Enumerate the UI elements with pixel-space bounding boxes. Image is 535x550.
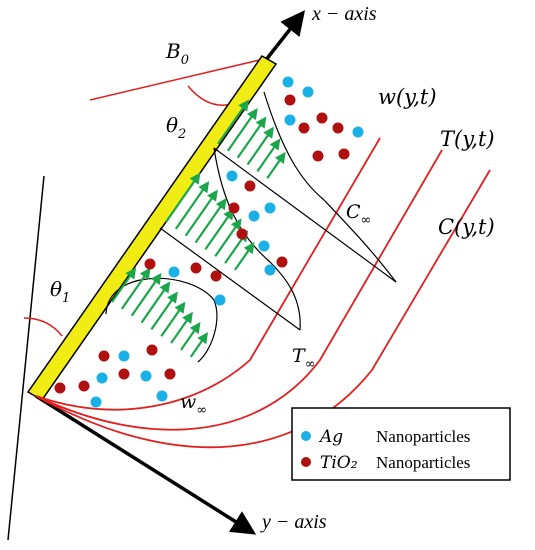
b0-label: B0 — [165, 39, 189, 68]
legend: Ag Nanoparticles TiO₂ Nanoparticles — [291, 407, 511, 481]
tio2-nanoparticle — [164, 368, 176, 380]
theta1-arc — [23, 317, 63, 337]
velocity-arrow — [204, 208, 235, 251]
tio2-nanoparticle — [244, 180, 256, 192]
tio2-nanoparticle — [118, 368, 130, 380]
ag-nanoparticle — [96, 372, 108, 384]
velocity-arrow — [246, 126, 274, 166]
tio2-legend-text: Nanoparticles — [376, 453, 470, 472]
reference-incline-line — [7, 175, 45, 541]
tio2-nanoparticle — [312, 150, 324, 162]
velocity-arrow — [256, 138, 281, 173]
ag-nanoparticle — [264, 202, 276, 214]
c-infinity-label: C∞ — [346, 201, 371, 228]
tio2-nanoparticle — [54, 382, 66, 394]
tio2-nanoparticle — [284, 94, 296, 106]
velocity-arrow — [160, 301, 186, 337]
ag-nanoparticle — [282, 76, 294, 88]
tio2-nanoparticle — [338, 148, 350, 160]
tio2-nanoparticle — [146, 344, 158, 356]
tio2-nanoparticle — [298, 122, 310, 134]
velocity-arrow — [189, 332, 209, 358]
ag-nanoparticle — [118, 350, 130, 362]
ag-nanoparticle — [168, 266, 180, 278]
nanoparticles — [54, 76, 364, 408]
y-axis-label: y − axis — [260, 511, 327, 533]
tio2-legend-symbol: TiO₂ — [320, 453, 358, 473]
ag-nanoparticle — [156, 390, 168, 402]
x-axis-label: x − axis — [311, 3, 377, 25]
ag-nanoparticle — [248, 210, 260, 222]
theta2-arc — [187, 85, 233, 106]
ag-nanoparticle — [352, 126, 364, 138]
magnetic-field-line — [89, 57, 269, 101]
tio2-nanoparticle — [190, 262, 202, 274]
velocity-arrow — [234, 241, 255, 271]
concentration-label: C(y,t) — [438, 215, 495, 239]
tio2-nanoparticle — [276, 256, 288, 268]
ag-nanoparticle — [258, 240, 270, 252]
concentration-boundary-curve — [35, 169, 491, 449]
velocity-arrow — [214, 218, 242, 257]
velocity-arrow — [140, 281, 171, 324]
theta2-label: θ2 — [166, 113, 186, 142]
ag-legend-symbol: Ag — [318, 427, 343, 447]
tio2-nanoparticle — [144, 258, 156, 270]
ag-nanoparticle — [226, 170, 238, 182]
ag-nanoparticle — [140, 370, 152, 382]
tio2-nanoparticle — [316, 112, 328, 124]
velocity-arrow — [217, 99, 249, 145]
ag-nanoparticle — [284, 114, 296, 126]
tio2-nanoparticle — [236, 228, 248, 240]
velocity-arrow — [180, 321, 201, 351]
velocity-arrow — [170, 311, 193, 344]
velocity-arrow — [165, 172, 201, 223]
tio2-nanoparticle — [332, 122, 344, 134]
velocity-arrow — [120, 267, 151, 310]
velocity-arrow — [130, 272, 162, 317]
theta1-label: θ1 — [50, 277, 70, 306]
tio2-nanoparticle — [98, 350, 110, 362]
ag-legend-dot — [301, 431, 311, 441]
ag-nanoparticle — [302, 86, 314, 98]
velocity-label: w(y,t) — [378, 85, 437, 109]
ag-nanoparticle — [214, 294, 226, 306]
velocity-arrow — [111, 267, 137, 303]
velocity-arrow — [236, 116, 267, 159]
w-infinity-label: w∞ — [180, 391, 207, 418]
ag-legend-text: Nanoparticles — [376, 427, 470, 446]
t-infinity-label: T∞ — [292, 345, 316, 372]
velocity-arrow — [266, 151, 286, 179]
ag-nanoparticle — [90, 396, 102, 408]
tio2-nanoparticle — [78, 380, 90, 392]
tio2-legend-dot — [301, 457, 311, 467]
temperature-boundary-curve — [35, 149, 443, 431]
temperature-label: T(y,t) — [440, 127, 495, 151]
velocity-arrow — [194, 198, 227, 244]
y-axis-arrow — [35, 394, 257, 535]
velocity-arrow — [174, 181, 210, 230]
velocity-arrow — [150, 291, 178, 331]
velocity-arrow — [226, 108, 258, 152]
ag-nanoparticle — [264, 264, 276, 276]
velocity-arrow — [184, 189, 218, 237]
velocity-boundary-curve — [35, 137, 381, 411]
velocity-arrows — [111, 99, 286, 358]
tio2-nanoparticle — [228, 202, 240, 214]
tio2-nanoparticle — [210, 270, 222, 282]
